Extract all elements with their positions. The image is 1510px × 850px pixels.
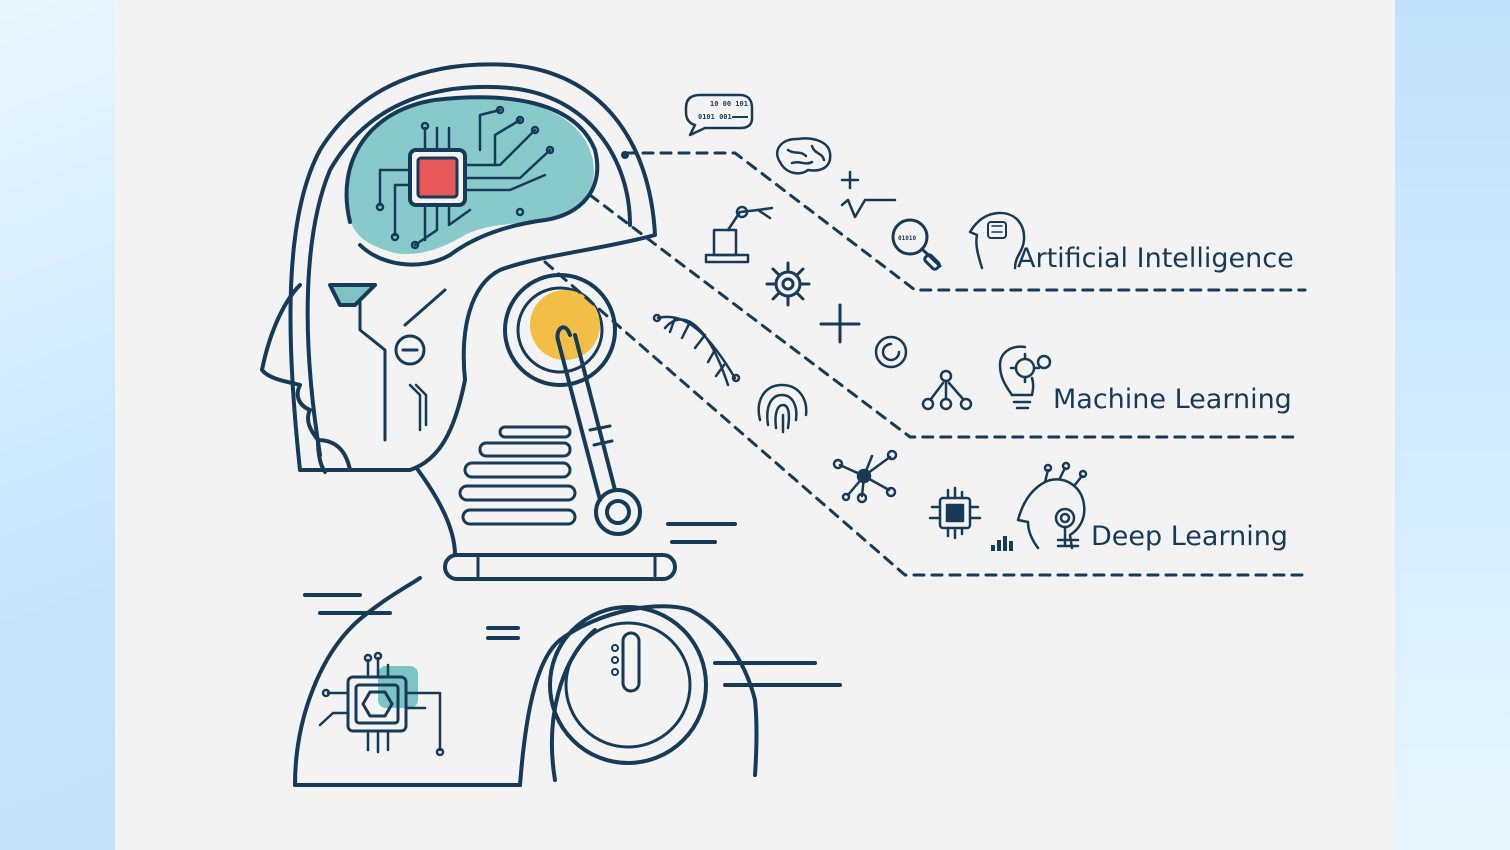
brain-fill — [347, 98, 594, 255]
ear-joint-fill — [530, 290, 600, 360]
label-artificial-intelligence: Artificial Intelligence — [1017, 243, 1294, 274]
speech-bubble-line2: 0101 001 — [698, 113, 732, 121]
speech-bubble-icon — [684, 93, 754, 137]
brain-chip-core — [416, 156, 459, 199]
chip-icon — [928, 486, 982, 540]
target-icon — [874, 335, 908, 369]
brain-icon — [775, 137, 832, 175]
ai-head-icon — [968, 211, 1026, 270]
dashed-connectors — [543, 151, 1307, 577]
bulb-gears-icon — [998, 345, 1052, 410]
cyborg-head-icon — [1016, 461, 1088, 550]
network-icon — [832, 449, 898, 504]
math-icon — [840, 170, 897, 219]
speech-bubble-line1: 10 00 101 — [710, 100, 748, 108]
magnifier-text: 01010 — [898, 235, 916, 242]
magnifier-icon — [891, 218, 942, 271]
gear-icon — [765, 261, 811, 307]
robot-arm-icon — [704, 205, 774, 264]
robot-body — [293, 576, 842, 787]
right-background-strip — [1395, 0, 1510, 850]
label-deep-learning: Deep Learning — [1091, 521, 1288, 552]
plus-icon — [819, 303, 861, 344]
dna-icon — [652, 313, 741, 387]
hierarchy-icon — [921, 369, 973, 411]
bar-chart-icon — [991, 536, 1013, 551]
label-machine-learning: Machine Learning — [1053, 384, 1292, 415]
robot-head — [260, 62, 737, 581]
fingerprint-icon — [757, 383, 808, 434]
